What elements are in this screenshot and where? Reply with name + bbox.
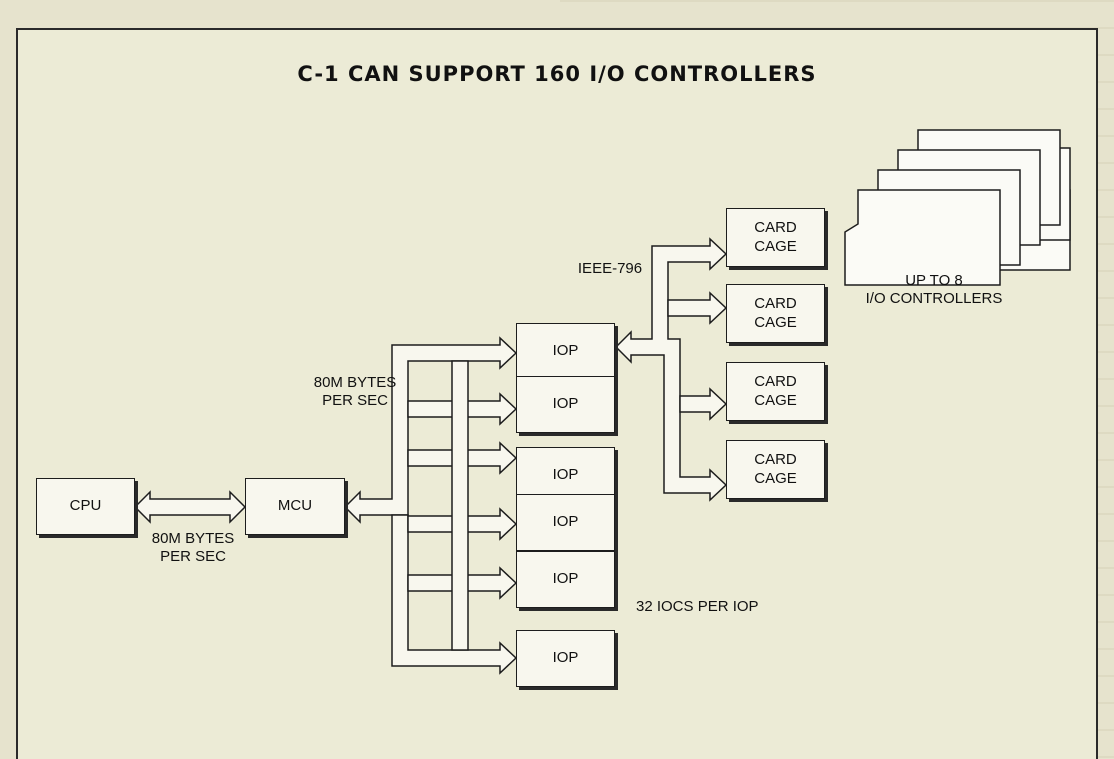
io-controller-stack xyxy=(845,130,1070,285)
mcu-iop-bus xyxy=(345,338,516,522)
iop-label: IOP xyxy=(553,395,579,414)
card-cage-box-4: CARD CAGE xyxy=(726,440,825,499)
cage-branch-3 xyxy=(680,389,726,419)
card-cage-label: CARD CAGE xyxy=(754,451,797,489)
iop-label: IOP xyxy=(553,342,579,361)
card-cage-label: CARD CAGE xyxy=(754,295,797,333)
iop-box-2: IOP xyxy=(516,376,615,433)
mcu-label: MCU xyxy=(278,497,312,516)
cpu-mcu-rate-label: 80M BYTES PER SEC xyxy=(138,530,248,566)
iop-label: IOP xyxy=(553,513,579,532)
mcu-iop-rate-label: 80M BYTES PER SEC xyxy=(300,374,410,410)
card-cage-box-1: CARD CAGE xyxy=(726,208,825,267)
cpu-box: CPU xyxy=(36,478,135,535)
iop-cage-bus xyxy=(616,239,726,500)
cpu-label: CPU xyxy=(70,497,102,516)
mcu-box: MCU xyxy=(245,478,345,535)
cage-branch-2 xyxy=(668,293,726,323)
iop-label: IOP xyxy=(553,649,579,668)
iop-box-6: IOP xyxy=(516,630,615,687)
iocs-per-iop-label: 32 IOCS PER IOP xyxy=(636,598,786,616)
cpu-mcu-arrow xyxy=(135,492,245,522)
iop-box-4: IOP xyxy=(516,494,615,551)
ieee-796-label: IEEE-796 xyxy=(560,260,660,278)
card-cage-label: CARD CAGE xyxy=(754,219,797,257)
card-cage-box-2: CARD CAGE xyxy=(726,284,825,343)
card-cage-box-3: CARD CAGE xyxy=(726,362,825,421)
iop-box-5: IOP xyxy=(516,551,615,608)
iop-box-1: IOP xyxy=(516,323,615,380)
io-controllers-label: UP TO 8 I/O CONTROLLERS xyxy=(854,272,1014,308)
card-cage-label: CARD CAGE xyxy=(754,373,797,411)
iop-label: IOP xyxy=(553,466,579,485)
iop-label: IOP xyxy=(553,570,579,589)
iop-bus-spine xyxy=(452,361,468,650)
